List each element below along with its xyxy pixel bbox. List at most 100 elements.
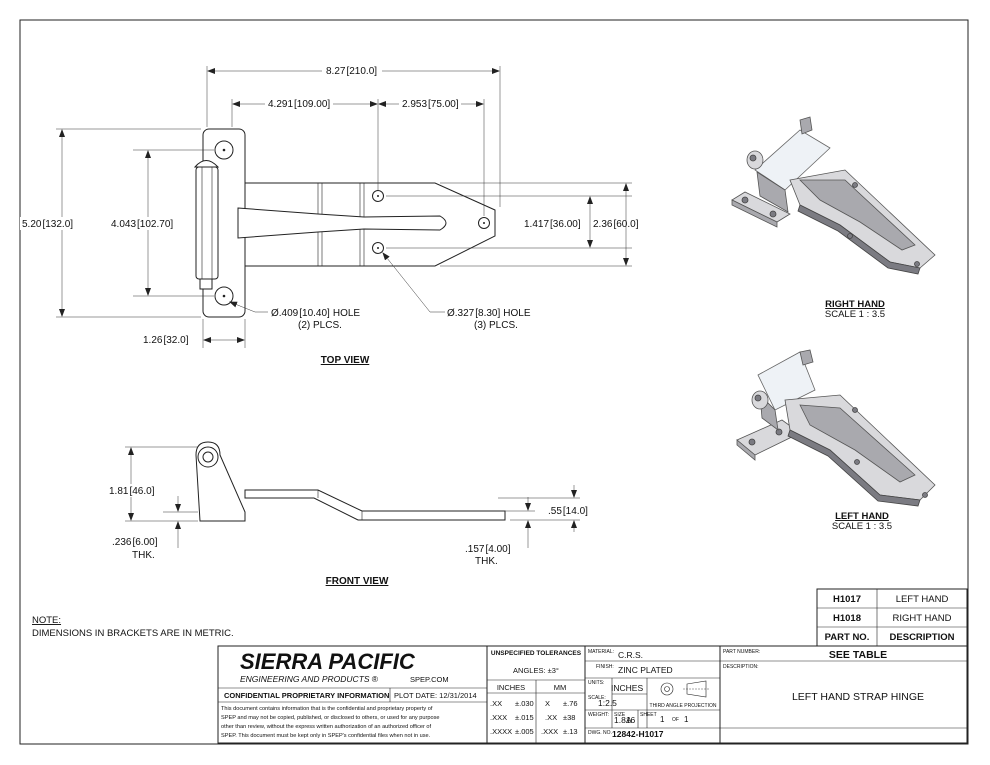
sheet-total: 1 [684,715,689,724]
tol-row-3-in-tol: ±.005 [515,727,534,736]
tol-mm-header: MM [554,683,567,692]
dim-offset: .55 [548,506,562,517]
right-hand-title: RIGHT HAND [825,299,885,310]
dim-strap-holes-mm: [36.00] [550,219,581,230]
hole-large-mm: [10.40] [299,308,330,319]
legal-line-1: This document contains information that … [221,706,433,712]
finish-value: ZINC PLATED [618,665,673,675]
dim-strap-holes: 1.417 [524,219,549,230]
part-row-1-part: H1017 [833,594,861,605]
dim-strap-thk: .157 [465,544,485,555]
dim-strap-width-mm: [60.0] [613,219,638,230]
material-value: C.R.S. [618,650,643,660]
dim-pin-hole-mm: [109.00] [294,99,330,110]
tol-row-1-mm: X [545,699,550,708]
dim-leaf-thk: .236 [112,537,132,548]
svg-text:1.417[36.00]: 1.417[36.00] [524,219,581,230]
tol-row-3-mm: .XXX [541,727,558,736]
projection-label: THIRD ANGLE PROJECTION [650,703,717,709]
tol-row-1-mm-tol: ±.76 [563,699,578,708]
hole-small-qty: (3) PLCS. [474,320,518,331]
units-value: INCHES [611,683,643,693]
tol-inches-header: INCHES [497,683,525,692]
front-strap [244,489,506,521]
svg-text:Ø.409[10.40]HOLE: Ø.409[10.40]HOLE [271,308,360,319]
dim-leaf-width: 1.26 [143,335,163,346]
tol-row-3-in: .XXXX [490,727,512,736]
dim-overall-mm: [210.0] [346,66,377,77]
dim-hole-spacing-mm: [102.70] [137,219,173,230]
tolerance-angles: ANGLES: ±3° [513,666,559,675]
part-row-2-part: H1018 [833,613,861,624]
part-table-header-part: PART NO. [825,632,870,643]
dim-strap-thk-mm: [4.00] [485,544,510,555]
leaf-thk-label: THK. [132,550,155,561]
size-value: A [626,715,632,725]
front-view-dims: 1.81[46.0] .236[6.00] THK. .55[14.0] .15… [106,484,588,587]
weight-label: WEIGHT: [588,712,609,718]
material-label: MATERIAL: [588,649,614,655]
finish-label: FINISH: [596,664,614,670]
sheet-of-label: OF [672,717,679,723]
company-sub: ENGINEERING AND PRODUCTS [240,674,370,684]
svg-text:1.26[32.0]: 1.26[32.0] [143,335,189,346]
svg-text:.236[6.00]: .236[6.00] [112,537,158,548]
dim-leaf-height-mm: [132.0] [42,219,73,230]
part-number-label: PART NUMBER: [723,649,760,655]
strap-rib [237,207,447,239]
notes-heading: NOTE: [32,615,61,626]
tol-row-1-in: .XX [490,699,502,708]
tol-row-3-mm-tol: ±.13 [563,727,578,736]
hole-small-callout: Ø.327 [447,308,475,319]
dim-front-height-mm: [46.0] [129,486,154,497]
top-view-dims: 8.27[210.0] 4.291[109.00] 2.953[75.00] 5… [20,64,639,366]
dim-leaf-height: 5.20 [22,219,42,230]
title-block [217,645,968,744]
svg-text:5.20[132.0]: 5.20[132.0] [22,219,73,230]
part-row-2-desc: RIGHT HAND [893,613,952,624]
description-value: LEFT HAND STRAP HINGE [792,691,924,703]
iso-right-hand [731,116,936,275]
tol-row-2-in-tol: ±.015 [515,713,534,722]
tol-row-1-in-tol: ±.030 [515,699,534,708]
confidential-heading: CONFIDENTIAL PROPRIETARY INFORMATION [224,691,389,700]
sheet-value: 1 [660,715,665,724]
scale-label: SCALE: [588,695,606,701]
units-label: UNITS: [588,680,604,686]
part-number-value: SEE TABLE [829,649,887,661]
dim-strap-width: 2.36 [593,219,613,230]
hole-small-mm: [8.30] [475,308,500,319]
svg-text:ENGINEERING AND PRODUCTS®: ENGINEERING AND PRODUCTS® [240,674,379,684]
dim-hole-hole: 2.953 [402,99,427,110]
legal-line-4: SPEP. This document must be kept only in… [221,733,431,739]
tol-row-2-in: .XXX [490,713,507,722]
svg-text:8.27[210.0]: 8.27[210.0] [326,66,377,77]
svg-text:4.043[102.70]: 4.043[102.70] [111,219,173,230]
svg-text:1.81[46.0]: 1.81[46.0] [109,486,155,497]
company-name: SIERRA PACIFIC [240,649,416,674]
scale-value: 1:2.5 [598,698,617,708]
svg-text:2.953[75.00]: 2.953[75.00] [402,99,459,110]
hole-large-qty: (2) PLCS. [298,320,342,331]
left-hand-scale: SCALE 1 : 3.5 [832,521,892,532]
dwg-label: DWG. NO. [588,730,612,736]
svg-text:2.36[60.0]: 2.36[60.0] [593,219,639,230]
dim-front-height: 1.81 [109,486,129,497]
dim-leaf-width-mm: [32.0] [163,335,188,346]
dim-hole-spacing: 4.043 [111,219,136,230]
weight-value: 1.816 [614,715,636,725]
legal-line-3: other than review, without the express w… [221,724,432,730]
top-view-title: TOP VIEW [321,355,370,366]
strap-thk-label: THK. [475,556,498,567]
svg-text:4.291[109.00]: 4.291[109.00] [268,99,330,110]
tol-row-2-mm: .XX [545,713,557,722]
dim-offset-mm: [14.0] [563,506,588,517]
hole-large-suffix: HOLE [333,308,361,319]
sheet-label: SHEET [640,712,657,718]
svg-text:.55[14.0]: .55[14.0] [548,506,588,517]
plot-date: PLOT DATE: 12/31/2014 [394,691,477,700]
top-view [56,66,632,348]
tol-row-2-mm-tol: ±38 [563,713,575,722]
part-table [816,588,968,647]
